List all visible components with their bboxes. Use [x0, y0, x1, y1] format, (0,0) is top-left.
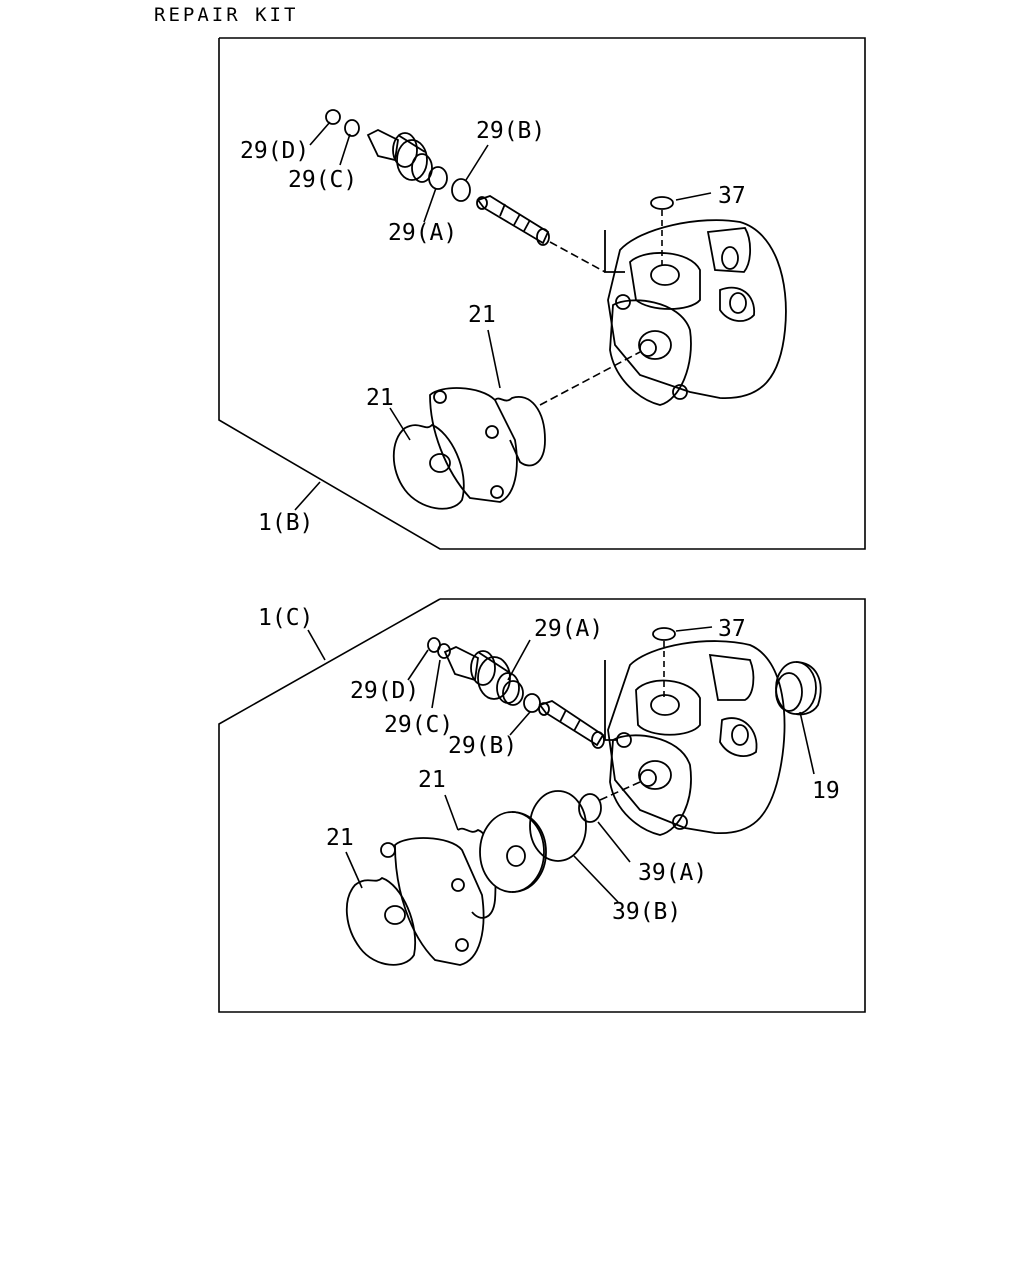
gasket-21-left-c	[345, 876, 417, 966]
cover-plate-b	[429, 387, 518, 503]
label-21-top-b: 21	[468, 302, 496, 328]
label-29a-c: 29(A)	[534, 616, 603, 642]
label-29b-c: 29(B)	[448, 733, 517, 759]
label-kit-1b: 1(B)	[258, 510, 313, 536]
oring-29c-c	[437, 643, 451, 659]
pump-housing-c	[604, 640, 786, 836]
label-29c-b: 29(C)	[288, 167, 357, 193]
label-39a-c: 39(A)	[638, 860, 707, 886]
label-29d-c: 29(D)	[350, 678, 419, 704]
gasket-21-top-b	[494, 395, 546, 467]
oring-29d-b	[325, 109, 341, 125]
gasket-21-left-b	[392, 423, 465, 510]
page-title: REPAIR KIT	[154, 4, 299, 26]
thrust-plate-c	[479, 811, 547, 893]
panel-1b: 29(D) 29(C) 29(A) 29(B) 37 21 21 1(B)	[218, 37, 866, 550]
oil-seal-19-c	[775, 661, 822, 716]
oring-39b-c	[529, 790, 587, 862]
label-21-left-b: 21	[366, 385, 394, 411]
label-29d-b: 29(D)	[240, 138, 309, 164]
label-29a-b: 29(A)	[388, 220, 457, 246]
label-19-c: 19	[812, 778, 840, 804]
label-39b-c: 39(B)	[612, 899, 681, 925]
oring-29a-c	[502, 680, 524, 706]
valve-spool-b	[476, 195, 550, 246]
panel-1b-frame	[218, 37, 866, 550]
washer-37-c	[652, 627, 676, 641]
label-37-b: 37	[718, 183, 746, 209]
oring-29b-b	[451, 178, 471, 202]
valve-spool-c	[538, 700, 605, 749]
label-29c-c: 29(C)	[384, 712, 453, 738]
label-kit-1c: 1(C)	[258, 605, 313, 631]
label-37-c: 37	[718, 616, 746, 642]
cover-plate-c	[380, 837, 485, 966]
washer-37-b	[650, 196, 674, 210]
oring-29b-c	[523, 693, 541, 713]
union-fitting-c	[443, 646, 520, 704]
panel-1c: 1(C) 29(A) 37 29(D) 29(C) 29(B) 19 21 21…	[218, 598, 866, 1013]
oring-39a-c	[578, 793, 602, 823]
leader-spool-b	[549, 241, 606, 273]
label-29b-b: 29(B)	[476, 118, 545, 144]
label-21-left-c: 21	[326, 825, 354, 851]
pump-housing-b	[604, 219, 787, 406]
union-fitting-b	[366, 128, 433, 183]
label-21-top-c: 21	[418, 767, 446, 793]
panel-1c-frame	[218, 598, 866, 1013]
oring-29c-b	[344, 119, 360, 137]
oring-29a-b	[428, 166, 448, 190]
